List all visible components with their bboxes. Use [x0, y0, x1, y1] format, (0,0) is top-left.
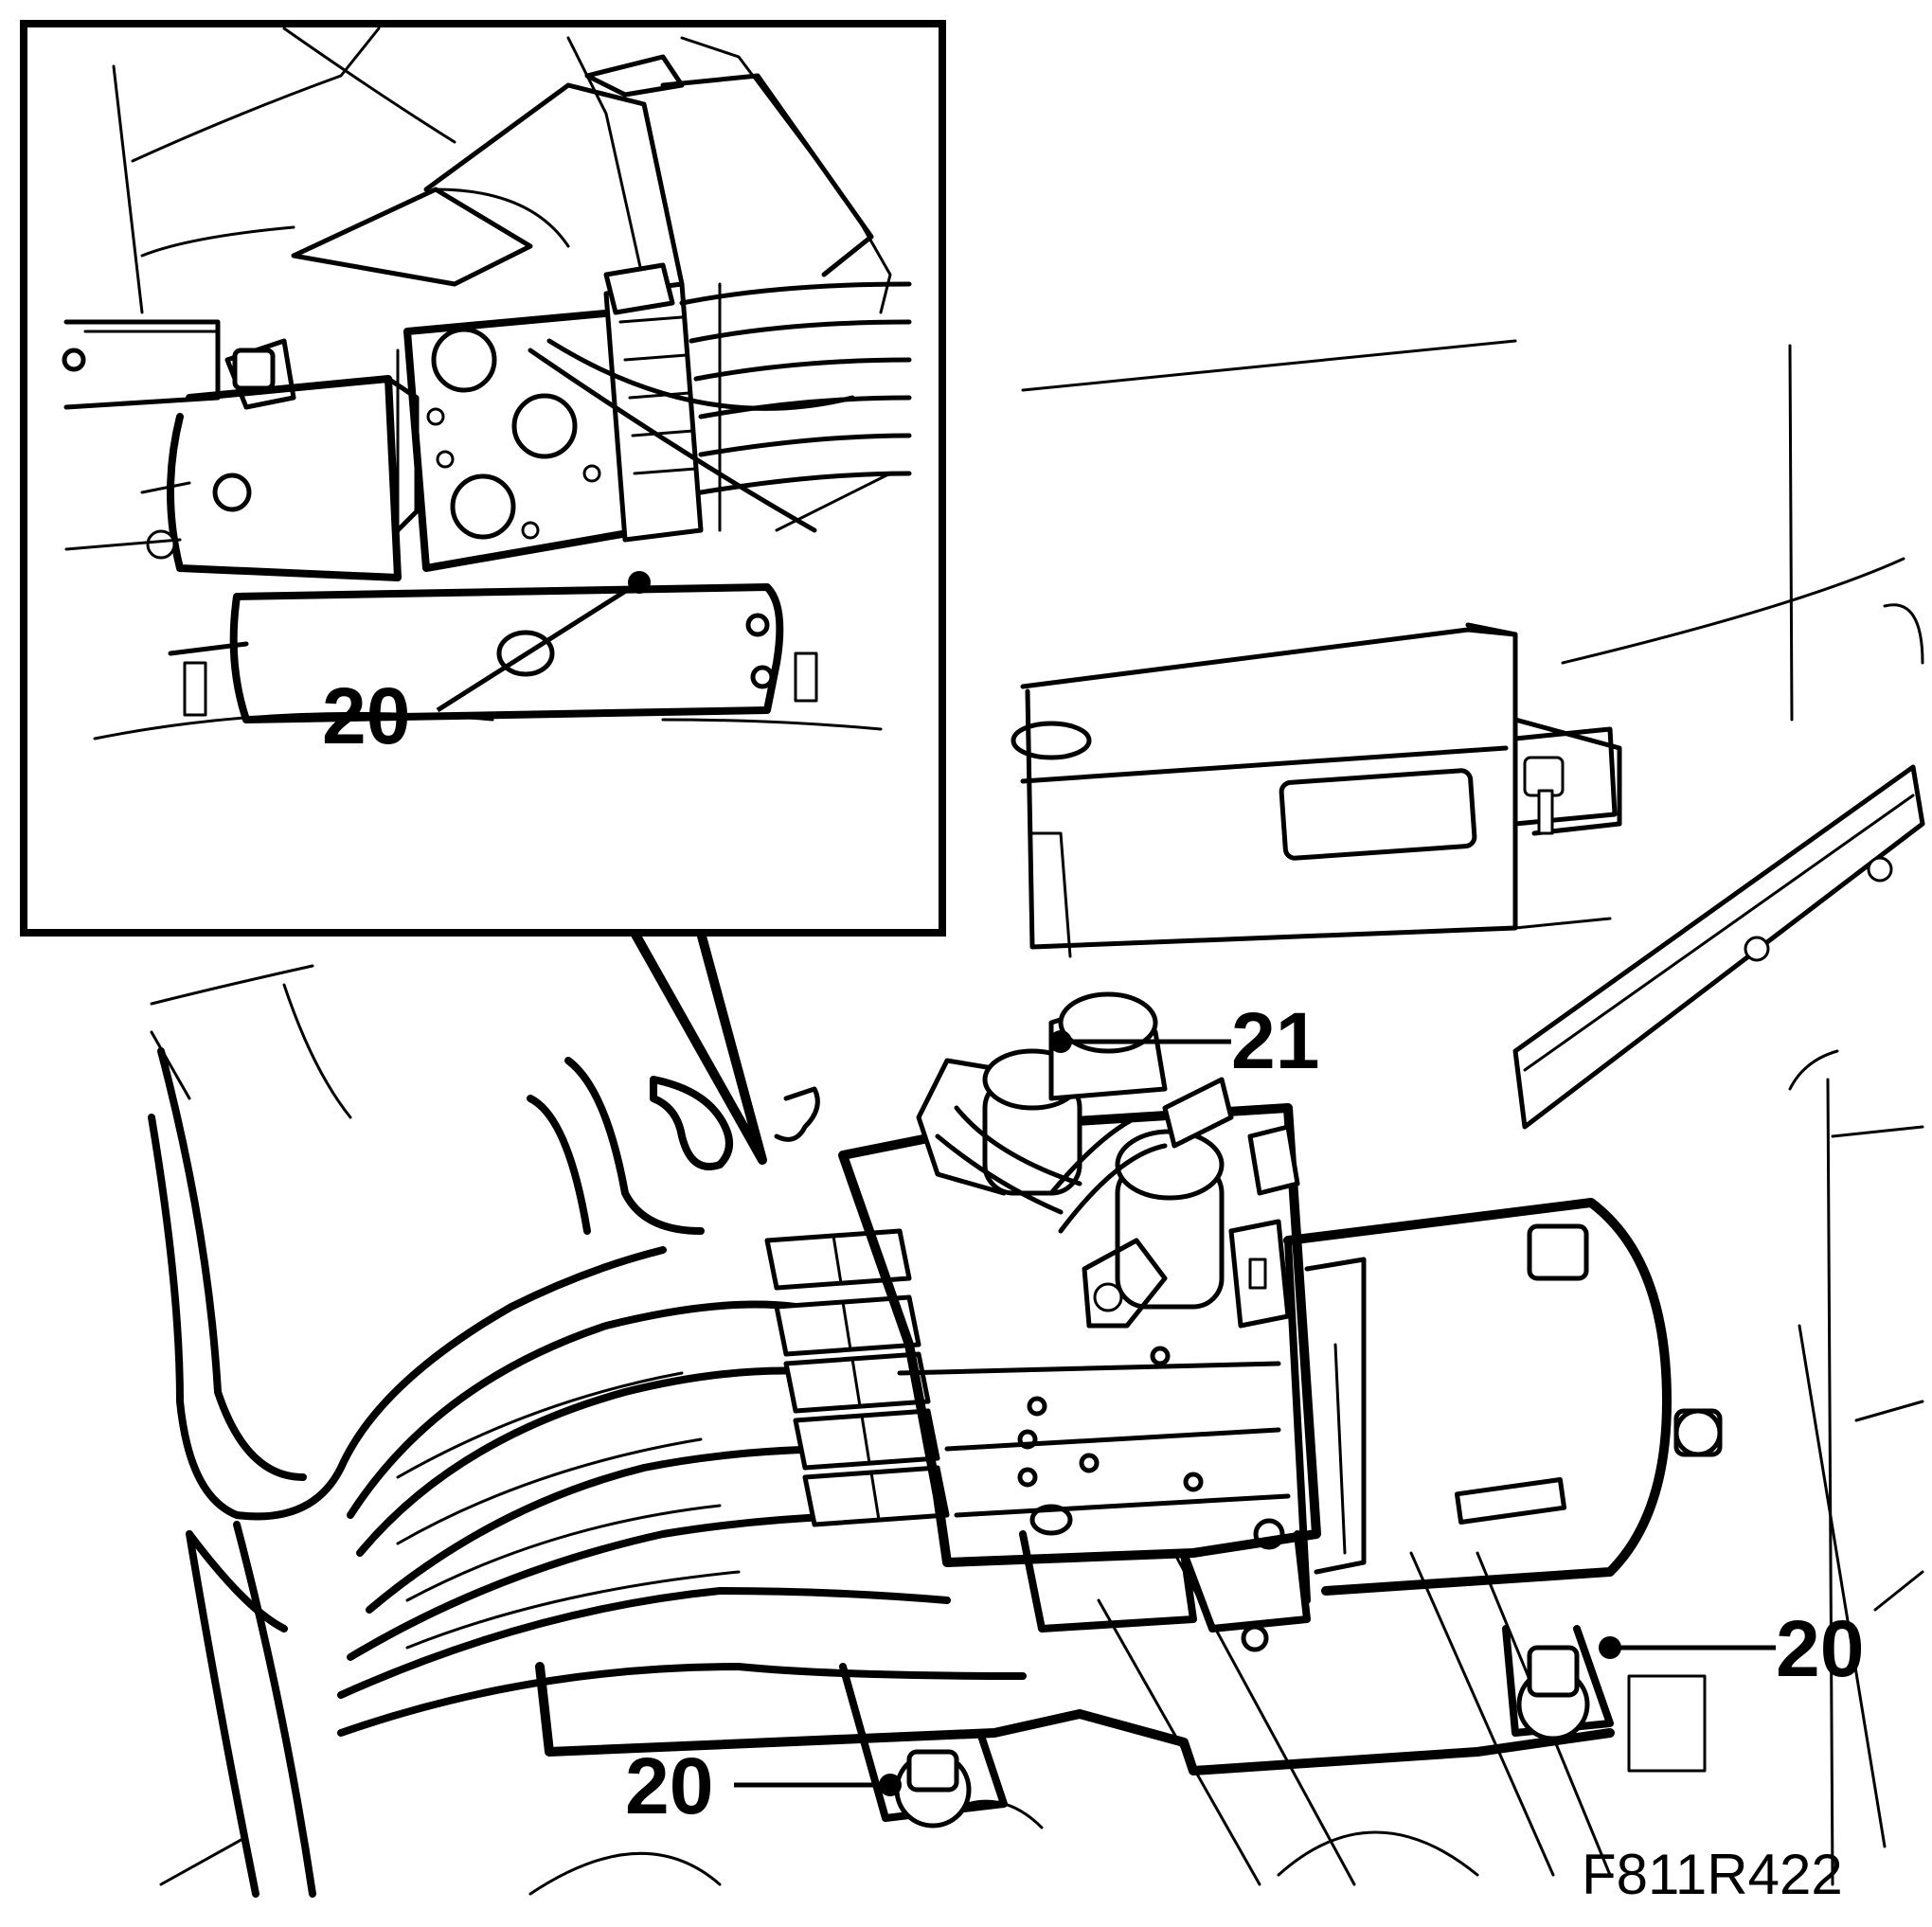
callout-20-left-label: 20 — [625, 1741, 713, 1830]
callout-20-left: 20 — [625, 1741, 902, 1830]
bolt-right-side — [1673, 1408, 1723, 1457]
callout-inset-20-label: 20 — [322, 671, 410, 760]
figure-id: F811R422 — [1582, 1843, 1843, 1906]
harness-connectors — [764, 1228, 950, 1527]
mounting-rail — [1512, 717, 1925, 1130]
callout-inset-20: 20 — [322, 571, 651, 760]
bolt-lower-right — [1502, 1625, 1614, 1741]
hydraulic-unit — [535, 991, 1672, 1775]
control-module-box — [1011, 622, 1618, 958]
callout-20-right-label: 20 — [1776, 1604, 1864, 1693]
inset-view: 20 — [20, 20, 946, 1165]
callout-21: 21 — [1049, 996, 1319, 1085]
callout-20-right: 20 — [1599, 1604, 1864, 1693]
callout-21-label: 21 — [1231, 996, 1319, 1085]
main-view — [148, 339, 1925, 1898]
inset-drawing — [62, 27, 912, 740]
bolt-lower-left — [839, 1663, 1008, 1829]
